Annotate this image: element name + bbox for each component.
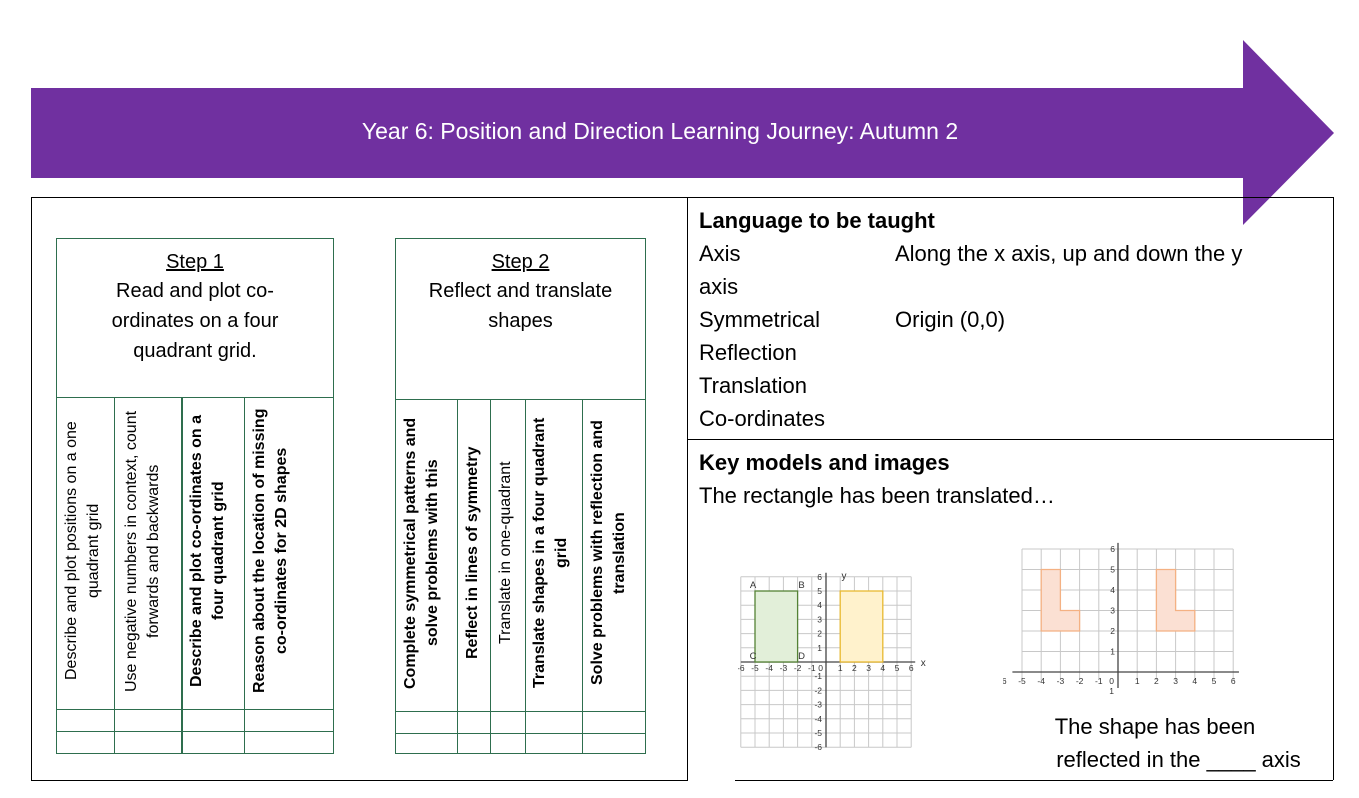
frame-bottom (31, 780, 687, 781)
y-tick-label: -2 (814, 685, 822, 695)
language-axis-definition: Along the x axis, up and down the y (895, 241, 1243, 266)
y-tick-label: -5 (814, 728, 822, 738)
y-tick-label: -1 (814, 671, 822, 681)
step-1-item-3: Describe and plot co-ordinates on a four… (188, 414, 227, 688)
step-2-item-5: Solve problems with reflection and trans… (589, 420, 628, 686)
x-tick-label: -2 (1076, 676, 1084, 686)
step-2-item-2: Reflect in lines of symmetry (464, 446, 481, 660)
frame-divider (687, 197, 688, 781)
language-origin: Origin (0,0) (895, 307, 1006, 332)
x-tick-label: 2 (852, 663, 857, 673)
frame-mid-horizontal (687, 439, 1334, 440)
x-tick-label: -6 (1003, 676, 1007, 686)
language-axis-definition-cont: axis (699, 274, 739, 299)
y-tick-label: 6 (1110, 544, 1115, 554)
y-tick-label: 2 (1110, 626, 1115, 636)
x-tick-label: 1 (838, 663, 843, 673)
x-tick-label: -5 (751, 663, 759, 673)
language-translation: Translation (699, 373, 808, 398)
y-tick-label: 6 (817, 572, 822, 582)
corner-label-b: B (798, 580, 804, 591)
origin-tick-label: 0 (1109, 676, 1114, 686)
step-2-card: Step 2 Reflect and translate shapes Comp… (395, 238, 646, 754)
y-tick-label: 1 (817, 643, 822, 653)
x-tick-label: 5 (1212, 676, 1217, 686)
x-tick-label: 3 (1173, 676, 1178, 686)
corner-label-d: D (798, 651, 805, 662)
language-reflection: Reflection (699, 340, 797, 365)
l-shape-right (1155, 568, 1196, 632)
x-tick-label: -2 (794, 663, 802, 673)
x-tick-label: -6 (738, 663, 745, 673)
step-2-item-1: Complete symmetrical patterns and solve … (402, 417, 441, 689)
x-tick-label: 4 (1192, 676, 1197, 686)
x-tick-label: -5 (1018, 676, 1026, 686)
step-1-card: Step 1 Read and plot co-ordinates on a f… (56, 238, 334, 754)
language-symmetrical: Symmetrical (699, 307, 821, 332)
y-tick-label: 1 (1109, 686, 1114, 696)
y-tick-label: -6 (814, 742, 822, 752)
language-coordinates: Co-ordinates (699, 406, 825, 431)
green-rectangle (754, 590, 799, 663)
x-tick-label: -4 (1037, 676, 1045, 686)
y-tick-label: 2 (817, 629, 822, 639)
reflection-caption-line1: The shape has been (1054, 714, 1256, 739)
x-tick-label: -3 (1057, 676, 1065, 686)
y-tick-label: -3 (814, 700, 822, 710)
models-heading: Key models and images (699, 450, 950, 475)
x-tick-label: -4 (765, 663, 773, 673)
origin-tick-label: 0 (818, 663, 823, 673)
y-tick-label: -4 (814, 714, 822, 724)
y-tick-label: 5 (1110, 565, 1115, 575)
frame-bottom-right (735, 780, 1333, 781)
x-tick-label: 6 (1231, 676, 1236, 686)
translation-grid: xy-6-6-5-5-4-4-3-3-2-2-1-11122334455660A… (738, 571, 926, 752)
step-1-description: Read and plot co-ordinates on a four qua… (111, 280, 279, 362)
x-tick-label: 5 (895, 663, 900, 673)
banner-title: Year 6: Position and Direction Learning … (361, 118, 959, 144)
step-1-item-2: Use negative numbers in context, count f… (123, 410, 162, 692)
frame-right (1333, 197, 1334, 780)
step-1-heading: Step 1 (166, 251, 224, 273)
corner-label-c: C (750, 651, 757, 662)
step-1-item-1: Describe and plot positions on a one qua… (63, 421, 102, 681)
frame-left (31, 197, 32, 781)
x-tick-label: 6 (909, 663, 914, 673)
step-2-item-4: Translate shapes in a four quadrant grid (531, 417, 570, 689)
x-tick-label: 1 (1135, 676, 1140, 686)
y-tick-label: 4 (817, 600, 822, 610)
banner-arrow (31, 40, 1334, 225)
x-tick-label: -1 (808, 663, 816, 673)
step-2-item-3: Translate in one-quadrant (497, 461, 514, 645)
x-tick-label: -3 (780, 663, 788, 673)
y-tick-label: 4 (1110, 585, 1115, 595)
step-2-heading: Step 2 (491, 251, 550, 273)
language-axis-term: Axis (699, 241, 741, 266)
x-tick-label: -1 (1095, 676, 1103, 686)
models-translated-text: The rectangle has been translated… (699, 483, 1055, 508)
frame-top (31, 197, 1334, 198)
step-2-description: Reflect and translate shapes (428, 280, 613, 332)
language-heading: Language to be taught (699, 208, 935, 233)
y-tick-label: 3 (817, 614, 822, 624)
reflection-caption-line2: reflected in the ____ axis (1056, 747, 1301, 772)
step-1-item-4: Reason about the location of missing co-… (251, 408, 290, 694)
y-tick-label: 5 (817, 586, 822, 596)
x-tick-label: 4 (880, 663, 885, 673)
y-tick-label: 1 (1110, 647, 1115, 657)
corner-label-a: A (750, 580, 757, 591)
x-tick-label: 2 (1154, 676, 1159, 686)
y-axis-label: y (842, 571, 847, 582)
l-shape-left (1040, 568, 1081, 632)
x-tick-label: 3 (866, 663, 871, 673)
x-axis-label: x (921, 658, 926, 669)
yellow-rectangle (839, 590, 884, 663)
y-tick-label: 3 (1110, 606, 1115, 616)
